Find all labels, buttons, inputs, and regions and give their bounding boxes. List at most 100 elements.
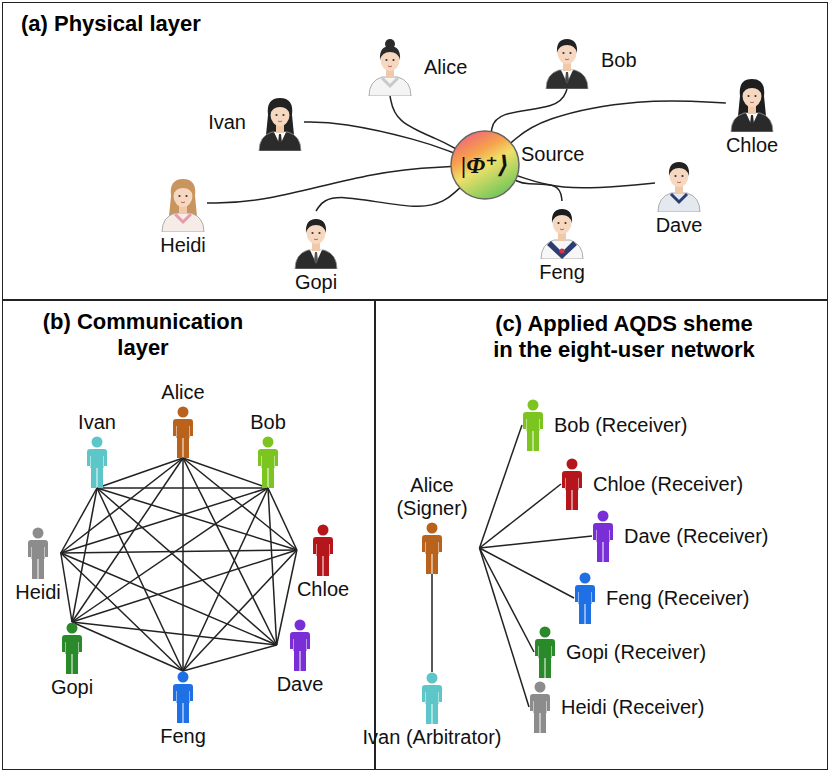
person-head bbox=[263, 437, 274, 448]
person-icon bbox=[257, 436, 279, 488]
person-figure bbox=[172, 671, 194, 723]
person-icon bbox=[27, 527, 49, 579]
user-figure: Heidi bbox=[15, 527, 61, 604]
user-figure: Alice (Signer) bbox=[385, 474, 480, 574]
node-label: Dave bbox=[656, 214, 703, 237]
connector-line bbox=[61, 488, 268, 553]
person-leg bbox=[301, 651, 307, 671]
person-leg bbox=[573, 490, 579, 510]
clothes bbox=[731, 113, 773, 132]
hair bbox=[557, 39, 577, 53]
clothes bbox=[295, 250, 337, 269]
user-avatar: Bob bbox=[543, 31, 637, 89]
tie bbox=[565, 72, 569, 84]
connector-line bbox=[480, 548, 530, 707]
hair bbox=[669, 162, 689, 176]
entangled-source: |Φ⁺⟩Source bbox=[451, 131, 584, 199]
person-icon bbox=[561, 458, 583, 510]
connector-line bbox=[480, 548, 575, 598]
connector-line bbox=[97, 458, 183, 488]
node-label: Source bbox=[521, 143, 584, 166]
node-label: Bob bbox=[601, 49, 637, 72]
person-figure bbox=[534, 626, 556, 678]
person-body bbox=[422, 685, 442, 704]
person-leg bbox=[586, 604, 592, 624]
connector-line bbox=[517, 176, 655, 188]
person-leg bbox=[579, 604, 585, 624]
eye bbox=[185, 195, 187, 197]
node-label: Feng bbox=[539, 261, 585, 284]
eye bbox=[392, 59, 394, 61]
user-figure: Ivan (Arbitrator) bbox=[363, 672, 502, 749]
person-figure bbox=[257, 436, 279, 488]
person-head bbox=[528, 400, 539, 411]
clothes bbox=[546, 70, 588, 89]
connector-line bbox=[390, 96, 455, 148]
person-figure bbox=[421, 522, 443, 574]
connector-line bbox=[207, 167, 451, 203]
person-figure bbox=[592, 510, 614, 562]
person-leg bbox=[262, 468, 268, 488]
mouth bbox=[181, 202, 185, 204]
person-head bbox=[33, 528, 44, 539]
person-icon bbox=[366, 38, 414, 96]
person-figure bbox=[289, 619, 311, 671]
person-icon bbox=[728, 74, 776, 132]
person-leg bbox=[177, 703, 183, 723]
person-leg bbox=[269, 468, 275, 488]
tie bbox=[314, 252, 318, 264]
person-head bbox=[567, 459, 578, 470]
person-leg bbox=[539, 658, 545, 678]
connector-line bbox=[511, 101, 726, 143]
person-figure bbox=[312, 524, 334, 576]
person-leg bbox=[534, 713, 540, 733]
connector-line bbox=[268, 488, 277, 645]
node-label: Bob (Receiver) bbox=[554, 414, 687, 437]
node-label: Bob bbox=[250, 411, 286, 434]
panel: (b) Communication layerAliceBobChloeDave… bbox=[2, 300, 375, 770]
eye bbox=[282, 114, 284, 116]
connector-line bbox=[61, 488, 97, 553]
person-leg bbox=[597, 542, 603, 562]
eye bbox=[564, 222, 566, 224]
mouth bbox=[560, 229, 564, 231]
person-body bbox=[575, 585, 595, 604]
node-label: Ivan (Arbitrator) bbox=[363, 726, 502, 749]
person-icon bbox=[529, 681, 551, 733]
connector-line bbox=[72, 550, 297, 622]
connector-line bbox=[183, 645, 277, 671]
sailor-collar bbox=[547, 241, 577, 259]
person-head bbox=[580, 573, 591, 584]
eye bbox=[385, 59, 387, 61]
collar bbox=[382, 78, 398, 86]
connector-line bbox=[480, 536, 593, 548]
avatar-illustration bbox=[655, 154, 703, 212]
node-label: Alice bbox=[424, 56, 467, 79]
node-label: Heidi (Receiver) bbox=[561, 696, 704, 719]
person-leg bbox=[184, 438, 190, 458]
person-icon bbox=[159, 174, 207, 232]
shirt bbox=[310, 250, 322, 263]
user-avatar: Ivan bbox=[208, 93, 304, 151]
panel: (a) Physical layer|Φ⁺⟩SourceAliceBobChlo… bbox=[2, 2, 828, 300]
person-body bbox=[173, 684, 193, 703]
person-body bbox=[523, 412, 543, 431]
user-avatar: Dave bbox=[655, 154, 703, 237]
person-figure bbox=[574, 572, 596, 624]
hair bbox=[173, 182, 193, 196]
person-icon bbox=[61, 622, 83, 674]
person-body bbox=[28, 540, 48, 559]
collar bbox=[175, 214, 191, 222]
node-label: Heidi bbox=[15, 581, 61, 604]
clothes bbox=[541, 240, 583, 259]
node-label: Alice (Signer) bbox=[385, 474, 480, 520]
connector-line bbox=[97, 488, 183, 671]
person-figure bbox=[86, 436, 108, 488]
person-body bbox=[535, 639, 555, 658]
user-figure: Chloe bbox=[297, 524, 349, 601]
person-leg bbox=[426, 554, 432, 574]
user-figure: Gopi bbox=[51, 622, 93, 699]
person-body bbox=[422, 535, 442, 554]
collar bbox=[671, 194, 687, 202]
person-body bbox=[290, 632, 310, 651]
